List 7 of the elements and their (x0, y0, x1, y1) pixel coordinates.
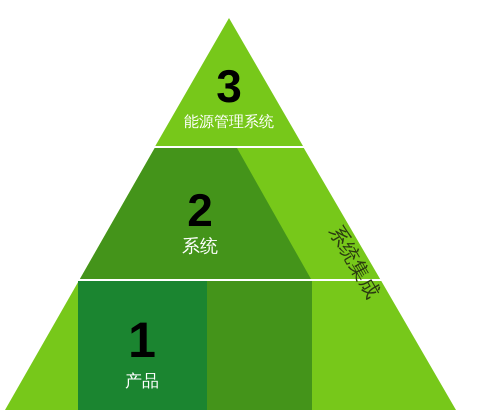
level-number: 3 (216, 63, 242, 109)
level-label: 能源管理系统 (184, 114, 274, 130)
level-label: 系统 (182, 237, 218, 255)
level-number: 2 (187, 187, 213, 233)
level-label: 产品 (125, 372, 159, 390)
level-number: 1 (128, 315, 156, 365)
side-label: 系统集成 (325, 222, 383, 302)
